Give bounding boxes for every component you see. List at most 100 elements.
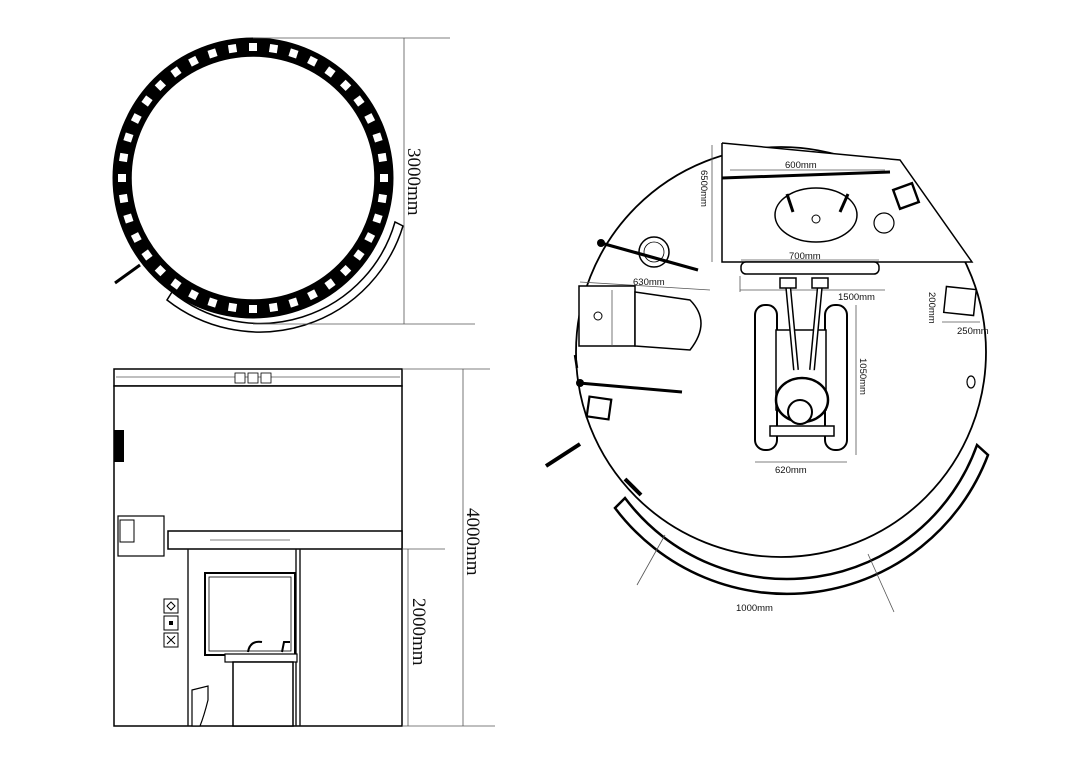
basin-width-dimension: 700mm xyxy=(789,251,821,262)
door-stop xyxy=(623,477,643,497)
ring-light-square xyxy=(170,66,182,78)
counter-edge xyxy=(721,170,891,180)
ring-light-square xyxy=(324,66,336,78)
elevation-lower-dimension: 2000mm xyxy=(408,598,429,666)
roof-vent-3 xyxy=(260,372,272,384)
elevation-view: 4000mm 2000mm xyxy=(113,368,495,727)
sign-diamond-mark xyxy=(166,601,176,611)
toilet-side xyxy=(191,685,209,727)
ring-light-square xyxy=(324,278,336,290)
person-legs-inner xyxy=(786,284,822,371)
ring-light-square xyxy=(377,193,387,204)
ring-light-square xyxy=(119,193,129,204)
ring-light-square xyxy=(372,132,383,143)
ring-light-square xyxy=(119,152,129,163)
toilet-grab-bar-top-end xyxy=(597,239,605,247)
toilet-grab-bar-top xyxy=(600,241,699,272)
ring-light-square xyxy=(141,249,153,261)
ring-light-square xyxy=(249,43,257,51)
door-dim-left xyxy=(636,534,666,586)
small-item xyxy=(942,285,978,317)
floor-plan: 600mm 6500mm 700mm 1500mm 630mm xyxy=(544,142,990,614)
ring-light-square xyxy=(130,232,142,243)
toilet-bowl xyxy=(634,291,702,351)
sign-diamond xyxy=(163,598,179,614)
top-view-inner-disc xyxy=(130,55,376,301)
ring-light-square xyxy=(380,174,388,182)
ring-light-square xyxy=(188,55,199,67)
ring-light-square xyxy=(154,264,167,277)
basin-tap-left xyxy=(785,193,795,213)
curved-door xyxy=(613,442,990,596)
counter-depth-dimension: 6500mm xyxy=(698,170,709,207)
side-slot xyxy=(114,430,124,462)
sink-grab-bar xyxy=(740,261,880,275)
vanity-cabinet xyxy=(232,661,294,727)
ring-light-square xyxy=(207,297,218,308)
ring-light-square xyxy=(207,48,218,59)
faucet-right xyxy=(281,641,290,653)
ring-light-square xyxy=(364,232,376,243)
door-dim-right xyxy=(867,553,895,613)
ring-light-square xyxy=(364,113,376,124)
mirror-inner xyxy=(208,576,292,652)
sink-width-dimension: 600mm xyxy=(785,160,817,171)
person-head xyxy=(787,399,813,425)
sign-cross-mark xyxy=(166,635,176,645)
ring-light-square xyxy=(123,213,134,224)
ring-light-square xyxy=(188,289,199,301)
toilet-flush xyxy=(593,311,603,321)
basin-drain xyxy=(811,214,821,224)
ring-light-square xyxy=(227,44,238,54)
wheelchair-backrest xyxy=(769,425,835,437)
ring-light-square xyxy=(141,95,153,107)
top-view-dimension: 3000mm xyxy=(403,148,424,216)
sign-square-mark xyxy=(169,621,173,625)
toilet-tank xyxy=(578,285,636,347)
floor-drain xyxy=(966,375,976,389)
ring-light-square xyxy=(130,113,142,124)
clear-width-dimension: 1500mm xyxy=(838,292,875,303)
wheelchair-footrest-left xyxy=(779,277,797,289)
door-handle xyxy=(544,442,582,468)
basin-tap-right xyxy=(838,193,850,213)
ring-light-square xyxy=(353,249,365,261)
elevation-height-dimension: 4000mm xyxy=(462,508,483,576)
ring-light-square xyxy=(268,302,279,312)
ring-light-square xyxy=(307,289,318,301)
toilet-grab-bar-bottom-end xyxy=(576,379,584,387)
ring-light-square xyxy=(249,305,257,313)
vanity-counter xyxy=(224,653,298,663)
wheelchair-length-dimension: 1050mm xyxy=(857,358,868,395)
ring-light-square xyxy=(227,302,238,312)
toilet-grab-bar-bottom xyxy=(578,381,683,394)
counter-dispenser xyxy=(891,181,921,211)
wall-hook xyxy=(573,354,579,369)
roof-vent-1 xyxy=(234,372,246,384)
toilet-holder xyxy=(585,395,613,421)
counter-cup xyxy=(873,212,895,234)
ring-light-square xyxy=(170,278,182,290)
wheelchair-figure xyxy=(754,277,848,451)
ring-light-square xyxy=(288,297,299,308)
wheelchair-width-dimension: 620mm xyxy=(775,465,807,476)
wheelchair-footrest-right xyxy=(811,277,829,289)
ring-light-square xyxy=(372,213,383,224)
faucet-left xyxy=(247,640,263,653)
ring-light-square xyxy=(353,95,365,107)
ring-light-square xyxy=(123,132,134,143)
top-view: 3000mm xyxy=(112,37,475,333)
ring-light-square xyxy=(268,44,279,54)
ring-light-square xyxy=(118,174,126,182)
wall-unit-panel xyxy=(119,519,135,543)
small-item-height-dimension: 200mm xyxy=(926,292,937,324)
door-width-dimension: 1000mm xyxy=(736,603,773,614)
toilet-dim-line xyxy=(579,281,711,291)
top-view-door-panel xyxy=(166,220,404,333)
ring-light-square xyxy=(339,264,352,277)
ring-light-square xyxy=(307,55,318,67)
roof-vent-2 xyxy=(247,372,259,384)
toilet-depth-dimension: 630mm xyxy=(633,277,665,288)
ring-light-square xyxy=(288,48,299,59)
